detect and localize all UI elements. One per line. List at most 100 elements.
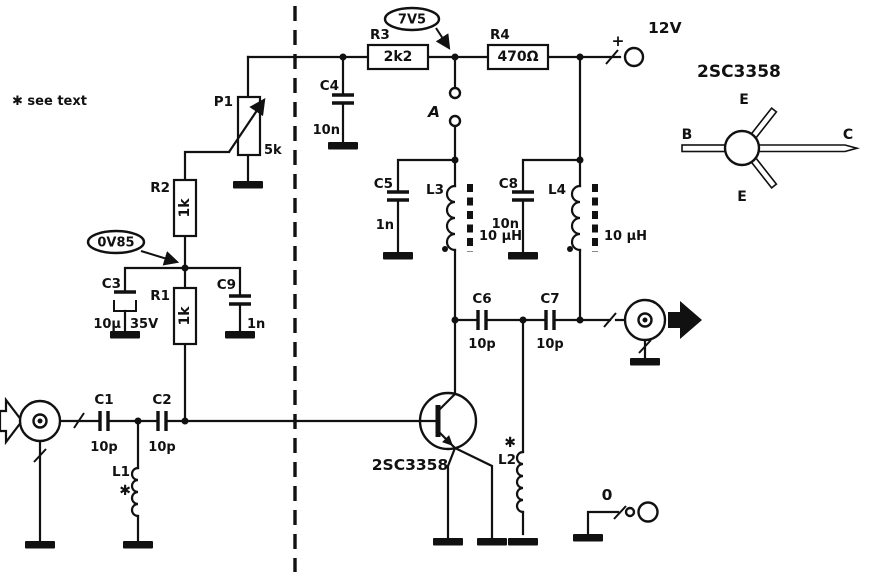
connector-tick-marks [33, 49, 652, 520]
capacitor-c4: C4 10n [313, 78, 354, 138]
ground-symbol [630, 358, 660, 366]
ground-symbol [383, 252, 413, 260]
pinout-lead-c [758, 144, 861, 153]
wire-tank2 [521, 55, 582, 322]
l2-see-text-star: ✱ [504, 435, 516, 451]
r3-ref: R3 [370, 27, 390, 43]
r2-ref: R2 [150, 180, 170, 196]
link-a: A [427, 86, 462, 128]
p1-wiper-arrow-icon [228, 97, 266, 153]
inductor-l1: L1 ✱ [112, 464, 140, 518]
c3-value-voltage: 35V [130, 317, 158, 332]
resistor-r2: R2 1k [150, 178, 198, 238]
junction-dots [134, 53, 584, 425]
junction-dot [519, 316, 527, 324]
r1-ref: R1 [150, 288, 170, 304]
wire-zero-branch [586, 510, 620, 536]
ground-symbol [123, 541, 153, 549]
capacitor-c3-electrolytic: C3 10µ 35V [93, 276, 158, 332]
resistor-r1: R1 1k [150, 286, 198, 346]
c3-value-capacitance: 10µ [93, 317, 121, 332]
l1-ref: L1 [112, 464, 130, 480]
ground-symbol [225, 331, 255, 339]
pinout-package-body [723, 129, 761, 167]
ground-symbol [25, 541, 55, 549]
c8-ref: C8 [499, 176, 518, 192]
capacitor-c1: C1 10p [90, 392, 117, 455]
p1-value: 5k [264, 143, 282, 158]
junction-dot [181, 264, 189, 272]
pinout-label-b: B [682, 127, 693, 143]
zero-label: 0 [602, 486, 613, 504]
junction-dot [576, 316, 584, 324]
l3-winding-dot [442, 246, 448, 252]
callout-arrow-icon [140, 250, 180, 266]
l4-ref: L4 [548, 182, 566, 198]
supply-terminal-12v: + 12V [612, 19, 682, 68]
supply-12v-label: 12V [648, 19, 682, 37]
ground-symbol [573, 534, 603, 542]
inductor-l2: ✱ L2 [498, 435, 525, 514]
voltage-callout-0v85: 0V85 [86, 229, 180, 266]
l2-ref: L2 [498, 452, 516, 468]
c7-value: 10p [536, 337, 563, 352]
bnc-input-connector [0, 396, 62, 446]
transistor-label: 2SC3358 [372, 456, 448, 474]
r4-ref: R4 [490, 27, 510, 43]
potentiometer-p1: P1 5k [214, 94, 282, 158]
c6-ref: C6 [472, 291, 491, 307]
l3-value: 10 µH [479, 229, 522, 244]
c2-ref: C2 [152, 392, 171, 408]
ground-symbol [110, 331, 140, 339]
pinout-label-e-top: E [739, 92, 749, 108]
r2-value: 1k [177, 198, 193, 218]
junction-dot [451, 316, 459, 324]
c7-ref: C7 [540, 291, 559, 307]
r1-value: 1k [177, 306, 193, 326]
callout-arrow-icon [435, 27, 451, 50]
c5-ref: C5 [374, 176, 393, 192]
see-text-note: ✱ see text [12, 94, 87, 109]
capacitor-c2: C2 10p [148, 392, 175, 455]
c5-value: 1n [376, 218, 394, 233]
pinout-diagram: 2SC3358 B C E E [681, 62, 861, 205]
v7v5-label: 7V5 [398, 13, 426, 28]
capacitor-c7: C7 10p [536, 291, 563, 352]
transistor-2sc3358: 2SC3358 [372, 391, 478, 474]
junction-dot [181, 417, 189, 425]
v0v85-label: 0V85 [97, 236, 134, 251]
l3-ref: L3 [426, 182, 444, 198]
junction-dot [451, 53, 459, 61]
wire-p1-branch [183, 55, 250, 183]
ground-symbol [508, 538, 538, 546]
ground-symbol [328, 142, 358, 150]
input-signal-arrow-icon [0, 396, 24, 446]
c3-ref: C3 [102, 276, 121, 292]
junction-dot [451, 156, 459, 164]
ground-symbols [25, 142, 660, 549]
c9-ref: C9 [217, 277, 236, 293]
ground-symbol [508, 252, 538, 260]
resistor-r4: R4 470Ω [486, 27, 550, 71]
pinout-lead-b [681, 144, 726, 153]
l4-winding-dot [567, 246, 573, 252]
capacitor-c8: C8 10n [492, 176, 534, 232]
capacitor-c9: C9 1n [217, 277, 266, 332]
p1-ref: P1 [214, 94, 233, 110]
ground-symbol [433, 538, 463, 546]
output-signal-arrow-icon [668, 301, 702, 339]
pinout-label-e-bottom: E [737, 189, 747, 205]
voltage-callout-7v5: 7V5 [383, 6, 451, 50]
junction-dot [134, 417, 142, 425]
c4-value: 10n [313, 123, 340, 138]
ground-symbol [233, 181, 263, 189]
pinout-label-c: C [843, 127, 853, 143]
r3-value: 2k2 [384, 49, 413, 65]
c8-value: 10n [492, 217, 519, 232]
capacitor-c5: C5 1n [374, 176, 409, 233]
c1-ref: C1 [94, 392, 113, 408]
inductor-l3: L3 10 µH [426, 182, 522, 252]
wire-tank1 [396, 158, 457, 396]
